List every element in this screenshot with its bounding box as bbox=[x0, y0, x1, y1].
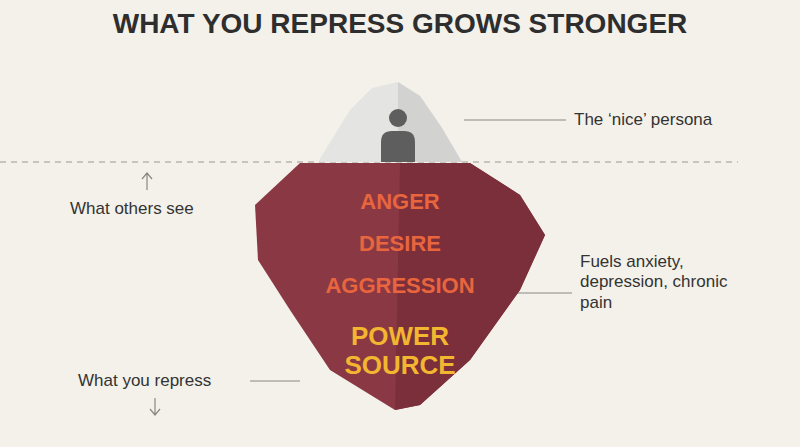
iceberg-body: ANGER DESIRE AGGRESSION POWER SOURCE bbox=[250, 160, 550, 412]
person-head bbox=[389, 109, 407, 127]
leader-line bbox=[250, 380, 300, 381]
iceberg-tip bbox=[318, 82, 462, 162]
annotation: What you repress bbox=[78, 371, 248, 391]
leader-line bbox=[464, 119, 566, 120]
title: WHAT YOU REPRESS GROWS STRONGER bbox=[0, 8, 800, 40]
annotation: What others see bbox=[70, 199, 230, 219]
down-arrow bbox=[150, 398, 160, 415]
emotion-word: ANGER bbox=[300, 190, 500, 214]
emotion-word: AGGRESSION bbox=[290, 274, 510, 298]
annotation: Fuels anxiety, depression, chronic pain bbox=[580, 252, 730, 313]
annotation: The ‘nice’ persona bbox=[574, 110, 774, 130]
emotion-word: DESIRE bbox=[300, 232, 500, 256]
person-body bbox=[381, 131, 415, 162]
iceberg-underwater bbox=[255, 163, 545, 410]
up-arrow bbox=[142, 173, 152, 190]
emotion-word: POWER SOURCE bbox=[320, 322, 480, 379]
